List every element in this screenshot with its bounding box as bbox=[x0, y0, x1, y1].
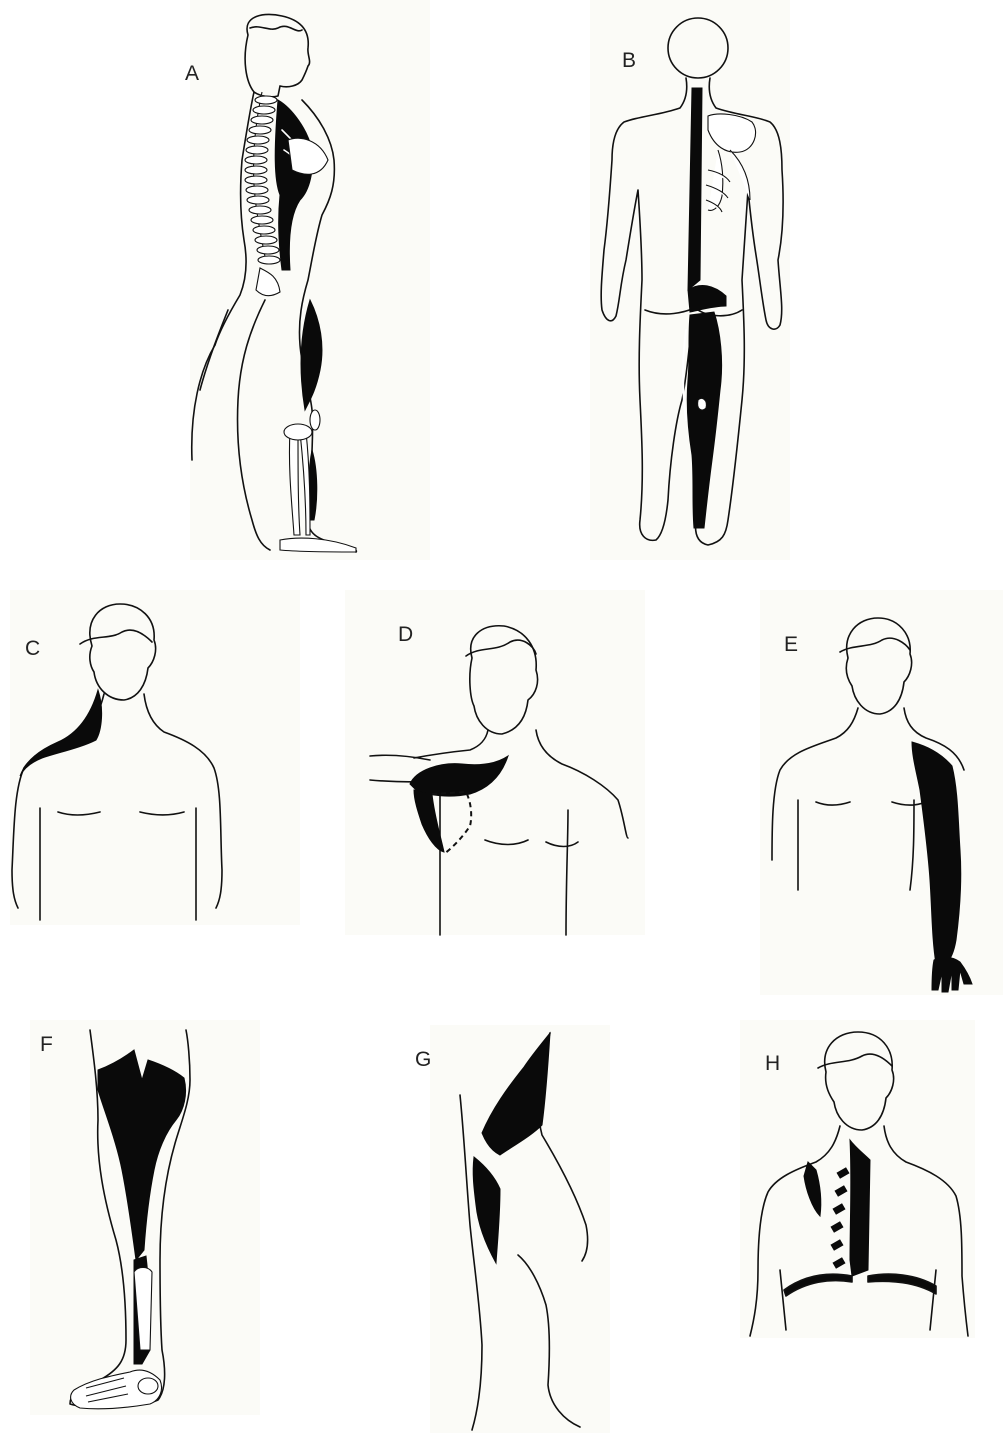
panel-c-figure bbox=[0, 590, 300, 930]
shaded-spine bbox=[850, 1140, 870, 1276]
panel-c-bg bbox=[10, 590, 300, 925]
panel-g: G bbox=[400, 1025, 620, 1433]
panel-d: D bbox=[340, 590, 650, 940]
panel-d-figure bbox=[340, 590, 650, 940]
panel-b: B bbox=[590, 0, 790, 560]
panel-e: E bbox=[760, 590, 1003, 1000]
panel-f: F bbox=[30, 1020, 260, 1420]
panel-label: G bbox=[415, 1049, 431, 1070]
panel-f-figure bbox=[30, 1020, 260, 1420]
panel-label: A bbox=[185, 63, 199, 84]
panel-label: B bbox=[622, 50, 636, 71]
panel-label: C bbox=[25, 638, 40, 659]
panel-label: F bbox=[40, 1034, 53, 1055]
panel-b-figure bbox=[590, 0, 790, 560]
panel-label: E bbox=[784, 634, 798, 655]
panel-a-figure bbox=[170, 0, 430, 560]
panel-c: C bbox=[0, 590, 300, 930]
panel-h: H bbox=[740, 1020, 980, 1340]
panel-label: D bbox=[398, 624, 413, 645]
panel-a: A bbox=[170, 0, 430, 560]
panel-g-figure bbox=[400, 1025, 620, 1433]
panel-label: H bbox=[765, 1053, 780, 1074]
